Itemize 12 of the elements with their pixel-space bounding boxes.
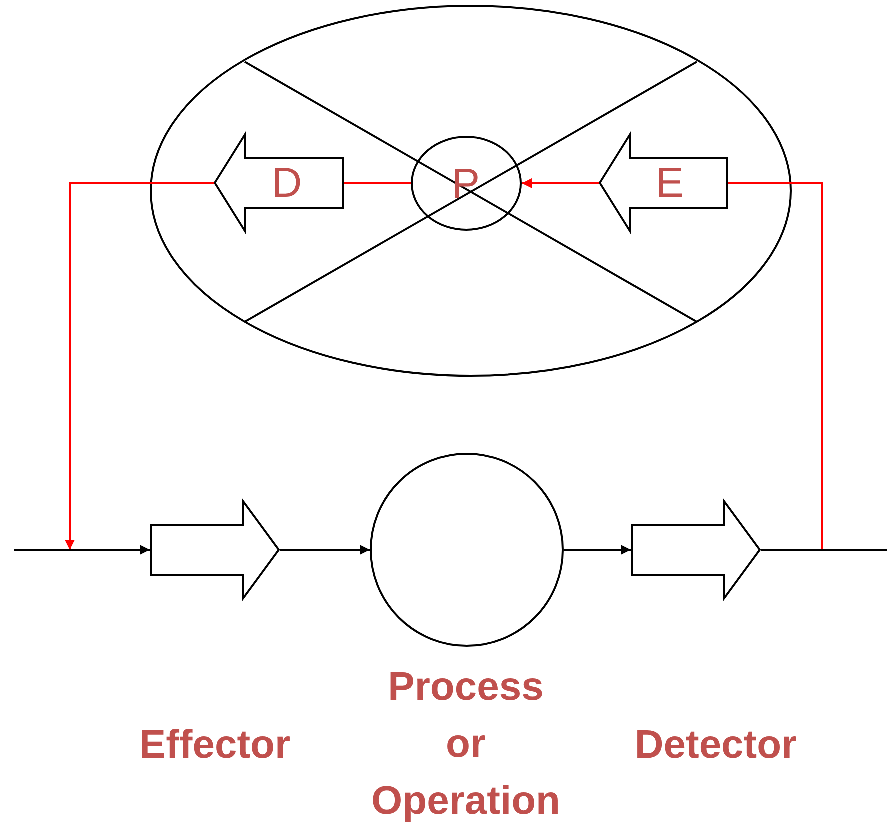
connector-line <box>761 549 887 551</box>
arrow <box>280 545 370 555</box>
arrow <box>522 178 599 188</box>
node-letter: E <box>654 162 685 204</box>
connector-line <box>344 182 411 184</box>
node-caption: Detector <box>634 722 798 769</box>
node-letter: D <box>270 162 304 204</box>
arrow <box>65 182 214 550</box>
node-caption: Effector <box>138 722 292 769</box>
arrow <box>14 545 150 555</box>
arrow <box>564 545 631 555</box>
node-caption: Process or Operation <box>370 664 562 825</box>
